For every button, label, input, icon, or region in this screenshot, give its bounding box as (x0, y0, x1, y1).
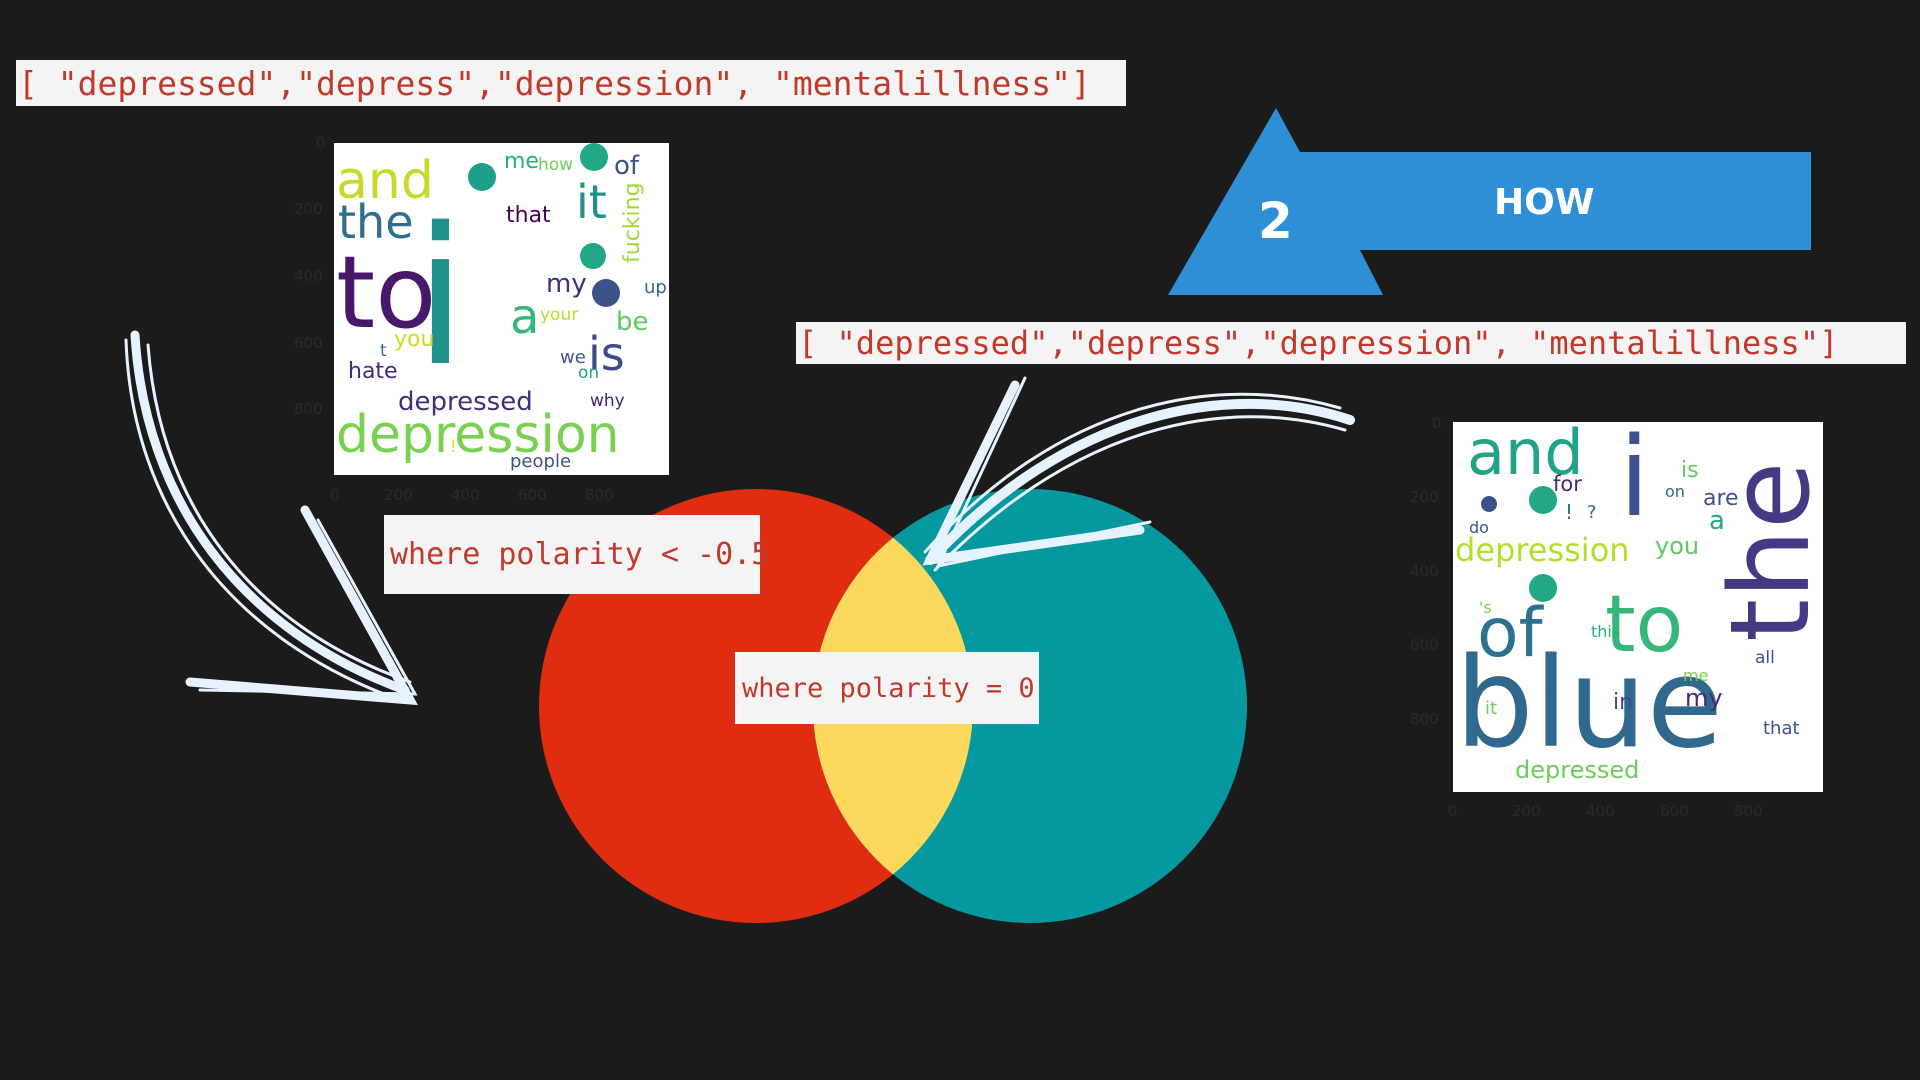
keyword-list-top: [ "depressed","depress","depression", "m… (16, 60, 1126, 106)
wc-word: depressed (398, 387, 533, 417)
x-tick: 800 (585, 486, 614, 504)
wc-word: i (1619, 422, 1650, 541)
wc-word: you (394, 327, 435, 352)
y-tick: 200 (1410, 488, 1439, 506)
wc-word: people (510, 451, 572, 472)
wc-word: is (1681, 458, 1699, 483)
x-tick: 400 (451, 486, 480, 504)
wc-word: why (590, 391, 625, 411)
y-tick: 0 (1432, 414, 1442, 432)
wc-word: it (1485, 698, 1498, 719)
keyword-list-right-text: [ "depressed","depress","depression", "m… (798, 324, 1839, 362)
wc-word: to (1605, 580, 1684, 670)
label-polarity-neutral: where polarity = 0 (735, 652, 1039, 724)
wc-word: depressed (1515, 756, 1640, 784)
wc-dot (1529, 574, 1557, 602)
wc-word: how (538, 155, 574, 175)
wc-dot (1481, 496, 1497, 512)
wc-word: depression (1455, 531, 1630, 569)
wc-word: of (1477, 594, 1543, 673)
how-label: HOW (1494, 182, 1595, 223)
wordcloud-left-panel: 0 200 400 600 800 0 200 400 600 800 and … (290, 134, 680, 508)
wc-word: my (546, 269, 587, 299)
x-tick: 0 (330, 486, 340, 504)
wc-word: we (560, 347, 586, 368)
label-polarity-neutral-text: where polarity = 0 (742, 672, 1035, 704)
y-tick: 200 (294, 200, 323, 218)
wc-word: i (414, 187, 467, 408)
wc-dot (592, 279, 620, 307)
wc-word: that (506, 203, 551, 228)
y-tick: 600 (294, 334, 323, 352)
y-tick: 0 (316, 134, 326, 152)
wc-word: to (336, 234, 437, 351)
wc-word: on (578, 363, 600, 383)
wc-word: on (1665, 482, 1685, 501)
wc-word: and (336, 151, 434, 211)
wc-word: depression (336, 405, 620, 465)
wc-dot (580, 143, 608, 171)
wc-dot (580, 243, 606, 269)
wc-word: me (504, 149, 539, 174)
wc-word: the (338, 195, 414, 249)
arrow-shape (1168, 108, 1811, 295)
label-polarity-negative-text: where polarity < -0.5 (390, 537, 770, 572)
wc-word: and (1467, 422, 1584, 489)
wc-word: be (616, 307, 649, 337)
wc-word: for (1553, 472, 1582, 496)
wc-word: ? (1587, 502, 1597, 523)
label-polarity-negative: where polarity < -0.5 (384, 515, 769, 594)
wordcloud-right-panel: 0 200 400 600 800 0 200 400 600 800 and … (1400, 412, 1830, 827)
y-tick: 800 (294, 400, 323, 418)
y-tick: 400 (294, 267, 323, 285)
wc-word: you (1655, 532, 1700, 560)
x-tick: 0 (1448, 802, 1458, 820)
wc-word: of (614, 151, 640, 181)
wc-word: blue (1455, 632, 1724, 776)
wc-word: that (1763, 718, 1800, 739)
wordcloud-left-image: and the to i a me how of it that fucking… (334, 143, 669, 475)
wc-word: my (1685, 684, 1723, 712)
wc-word: ! (450, 437, 457, 457)
venn-overlap (813, 489, 973, 923)
keyword-list-top-text: [ "depressed","depress","depression", "m… (18, 63, 1091, 103)
step-number: 2 (1258, 192, 1293, 250)
wc-word: t (380, 341, 387, 361)
wc-word: all (1755, 648, 1775, 668)
wc-word: do (1469, 518, 1489, 537)
wc-word: 's (1479, 598, 1492, 617)
x-tick: 200 (1512, 802, 1541, 820)
x-tick: 600 (518, 486, 547, 504)
wc-dot (1529, 486, 1557, 514)
wc-word: is (588, 327, 625, 381)
y-tick: 600 (1410, 636, 1439, 654)
y-tick: 800 (1410, 710, 1439, 728)
wc-dot (468, 163, 496, 191)
keyword-list-right: [ "depressed","depress","depression", "m… (796, 322, 1906, 364)
wc-word: hate (348, 359, 398, 384)
wc-word: this (1591, 622, 1621, 641)
wc-word: fucking (620, 182, 645, 263)
x-tick: 800 (1734, 802, 1763, 820)
y-tick: 400 (1410, 562, 1439, 580)
wc-word: are (1703, 486, 1739, 511)
wc-word: me (1683, 666, 1709, 685)
x-tick: 600 (1660, 802, 1689, 820)
wc-word: a (1709, 506, 1725, 536)
x-tick: 400 (1586, 802, 1615, 820)
wc-word: in (1613, 690, 1634, 715)
wc-word: a (510, 289, 540, 345)
wc-word: it (576, 175, 607, 229)
x-tick: 200 (384, 486, 413, 504)
wc-word: your (540, 305, 579, 325)
wc-word: ! (1565, 500, 1574, 524)
wc-word: up (644, 277, 667, 298)
wordcloud-right-image: and i the is for on are a do depression … (1453, 422, 1823, 792)
